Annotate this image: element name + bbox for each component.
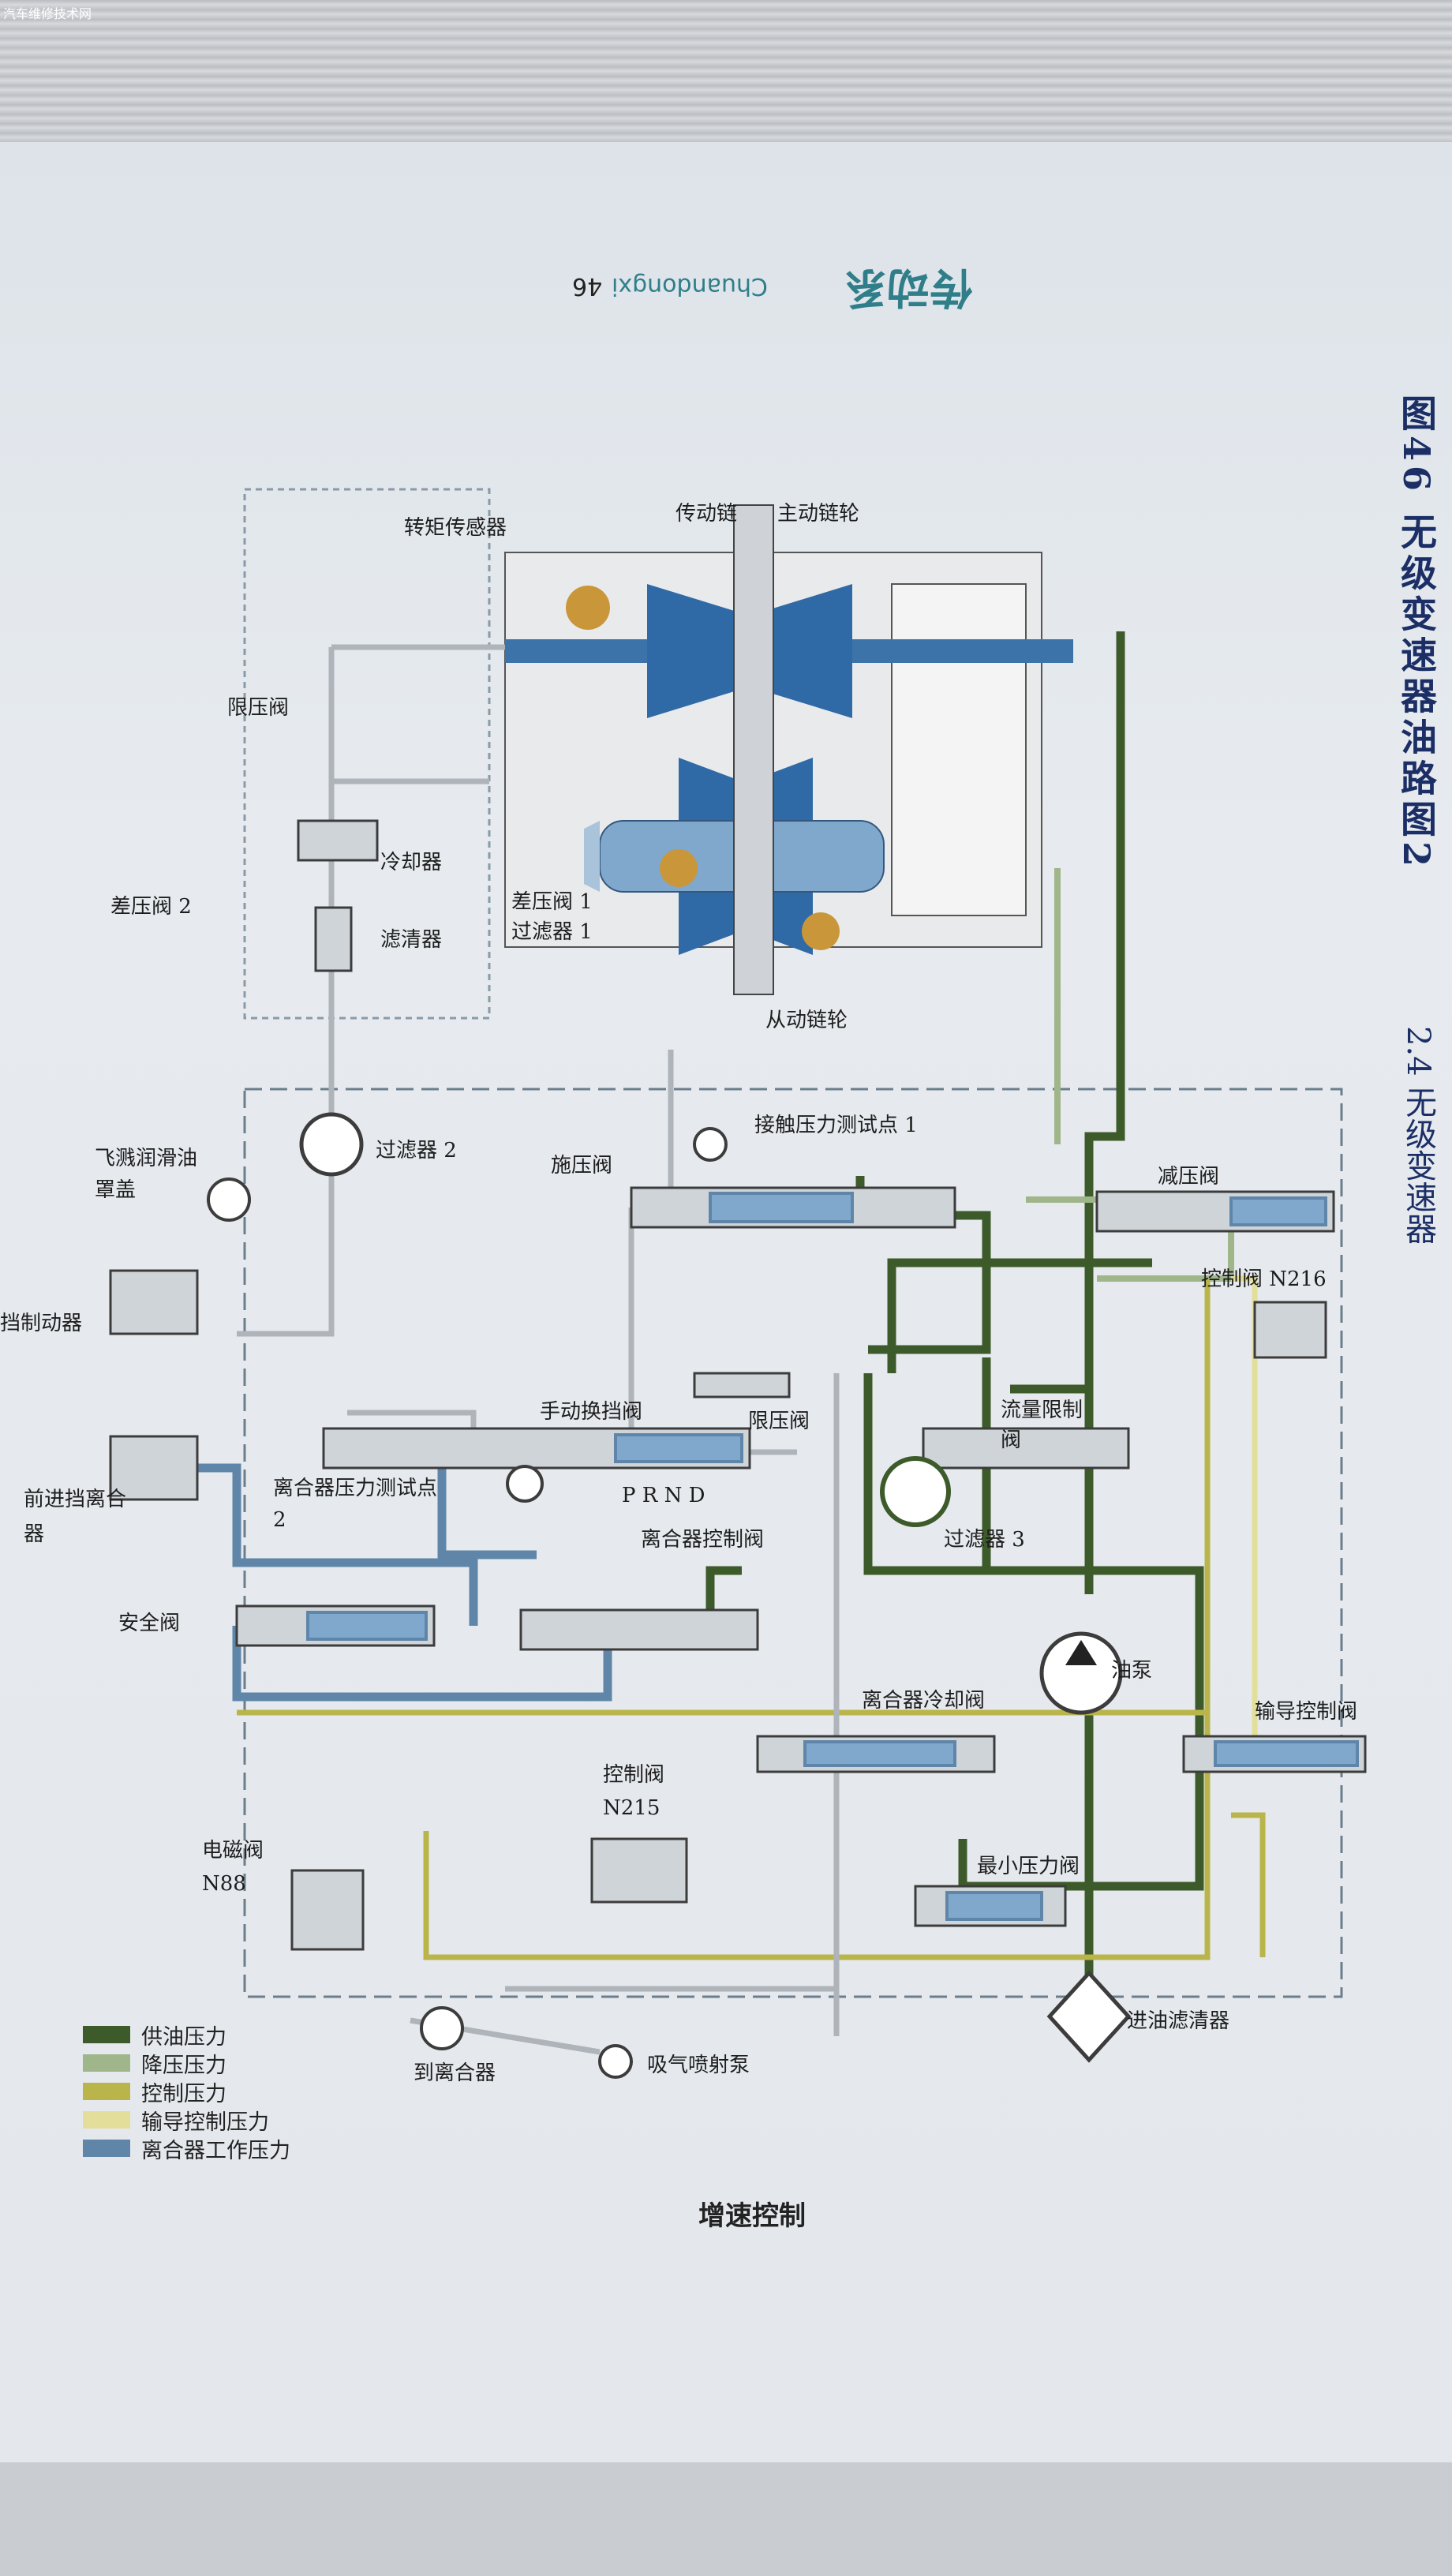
filter-box (314, 906, 353, 972)
label-limit-valve-2: 限压阀 (748, 1410, 810, 1433)
brake-body (109, 1269, 199, 1335)
test-point-1-gauge (693, 1127, 728, 1162)
legend-item: 输导控制压力 (83, 2110, 269, 2135)
label-min-pressure-valve: 最小压力阀 (977, 1855, 1080, 1878)
watermark: 汽车维修技术网 (3, 6, 92, 21)
pump-symbol (1039, 1631, 1123, 1715)
legend-swatch (83, 2054, 130, 2072)
label-cooler: 冷却器 (380, 851, 443, 874)
figure-title: 图46 无级变速器油路图2 (1395, 395, 1438, 872)
jet-pump-symbol (598, 2044, 633, 2079)
clutch-body (109, 1435, 199, 1501)
label-solenoid-n88: 电磁阀 N88 (202, 1839, 264, 1896)
cooler-frame (243, 488, 491, 1020)
suction-filter-symbol (1046, 1970, 1132, 2063)
supply-pressure-lines (705, 631, 1204, 2020)
legend-swatch (83, 2083, 130, 2100)
header-strip (0, 0, 1452, 142)
label-pump: 油泵 (1111, 1659, 1153, 1683)
label-contact-test-point: 接触压力测试点 1 (754, 1114, 918, 1137)
label-chain: 传动链 (675, 502, 738, 526)
label-clutch-ctrl-valve: 离合器控制阀 (641, 1528, 765, 1552)
control-pressure-lines (237, 1279, 1266, 1960)
label-to-clutch: 到离合器 (414, 2061, 496, 2085)
valve-springs (306, 1192, 1359, 1921)
label-torque-sensor: 转矩传感器 (404, 516, 507, 540)
label-clutch-cool-valve: 离合器冷却阀 (862, 1689, 986, 1713)
label-filter-1: 过滤器 1 (511, 920, 593, 944)
label-flow-limit-valve: 流量限制阀 (1001, 1398, 1083, 1452)
legend-label: 输导控制压力 (141, 2110, 269, 2135)
legend-item: 供油压力 (83, 2024, 226, 2050)
legend-swatch (83, 2111, 130, 2129)
filter-3-symbol (880, 1456, 951, 1527)
label-pilot-ctrl-valve: 输导控制阀 (1255, 1700, 1358, 1724)
legend-item: 控制压力 (83, 2081, 226, 2106)
label-driven-pulley: 从动链轮 (765, 1009, 848, 1032)
cooler-box (297, 819, 379, 862)
legend-label: 控制压力 (141, 2081, 226, 2106)
label-safety-valve: 安全阀 (118, 1612, 181, 1635)
pulley-assembly (504, 504, 1073, 995)
label-drive-pulley: 主动链轮 (777, 502, 860, 526)
pilot-pressure-lines (1231, 1275, 1258, 1736)
legend-swatch (83, 2026, 130, 2043)
legend-item: 离合器工作压力 (83, 2138, 290, 2163)
filter-2-symbol (299, 1112, 364, 1177)
legend-item: 降压压力 (83, 2053, 226, 2078)
label-clutch-test-point: 离合器压力测试点 2 (273, 1477, 438, 1532)
label-ctrl-valve-n215: 控制阀 N215 (603, 1763, 665, 1820)
label-manual-valve: 手动换挡阀 (540, 1400, 643, 1424)
to-clutch-symbol (420, 2006, 464, 2050)
label-prnd: P R N D (622, 1484, 705, 1507)
test-point-2-gauge (506, 1465, 544, 1503)
splash-cover-symbol (207, 1178, 251, 1222)
n88-body (290, 1869, 365, 1951)
flow-limit-valve-body (922, 1427, 1130, 1470)
figure-caption: 增速控制 (698, 2200, 806, 2232)
legend-label: 离合器工作压力 (141, 2138, 290, 2163)
legend-swatch (83, 2140, 130, 2157)
label-limit-valve: 限压阀 (227, 696, 290, 720)
clutch-ctrl-valve-body (519, 1608, 759, 1651)
limit-valve-2-body (693, 1372, 791, 1398)
pump-arrow (1065, 1640, 1097, 1665)
control-unit-frame (243, 1088, 1343, 1998)
label-jet-pump: 吸气喷射泵 (647, 2054, 750, 2077)
label-ctrl-valve-n216: 控制阀 N216 (1201, 1267, 1327, 1291)
label-forward-clutch: 前进挡离合器 (24, 1488, 127, 1546)
label-filter-2: 过滤器 2 (376, 1139, 457, 1163)
legend-label: 降压压力 (141, 2053, 226, 2078)
section-title: 2.4 无级变速器 (1400, 1026, 1436, 1245)
label-filter-3: 过滤器 3 (944, 1528, 1025, 1552)
label-brake: 挡制动器 (0, 1312, 83, 1335)
label-apply-valve: 施压阀 (551, 1154, 613, 1178)
label-splash-cover: 飞溅润滑油罩盖 (95, 1147, 198, 1202)
lubrication-lines (237, 644, 840, 2055)
n215-body (590, 1837, 688, 1904)
legend-label: 供油压力 (141, 2024, 226, 2050)
label-diff-valve-2: 差压阀 2 (110, 895, 192, 919)
label-diff-valve-1: 差压阀 1 (511, 890, 593, 914)
label-suction-filter: 进油滤清器 (1127, 2009, 1230, 2033)
n216-body (1253, 1301, 1327, 1359)
label-filter: 滤清器 (380, 928, 443, 952)
clutch-pressure-lines (197, 1463, 612, 1702)
label-reducing-valve: 减压阀 (1158, 1165, 1220, 1189)
